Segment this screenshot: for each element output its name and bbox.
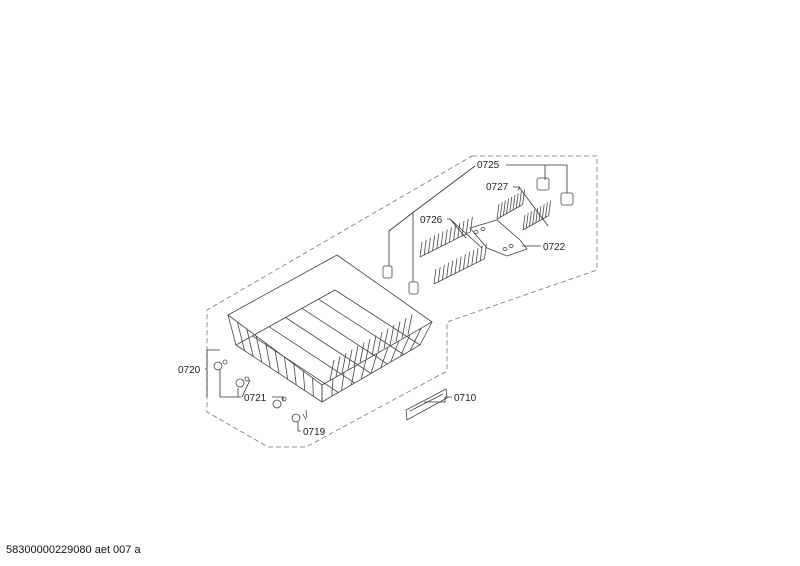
mounting-plate-0722[interactable] xyxy=(469,219,528,257)
label-0726: 0726 xyxy=(420,215,443,226)
plate-holes xyxy=(473,227,514,251)
tine-rack-0726[interactable] xyxy=(419,216,487,285)
basket-0720[interactable] xyxy=(227,254,433,403)
tine-rack-0727[interactable] xyxy=(496,189,551,231)
label-0725: 0725 xyxy=(477,160,500,171)
label-0720: 0720 xyxy=(178,365,201,376)
roller-0719[interactable] xyxy=(291,409,308,423)
label-0710: 0710 xyxy=(454,393,477,404)
label-0719: 0719 xyxy=(303,427,326,438)
label-0721: 0721 xyxy=(244,393,267,404)
roller-0721[interactable] xyxy=(213,359,287,409)
label-0722: 0722 xyxy=(543,242,566,253)
label-0727: 0727 xyxy=(486,182,509,193)
clip-0725[interactable] xyxy=(382,177,574,295)
drawing-number: 58300000229080 aet 007 a xyxy=(6,544,141,556)
leader-lines xyxy=(205,164,568,432)
handle-0710[interactable] xyxy=(405,388,448,421)
